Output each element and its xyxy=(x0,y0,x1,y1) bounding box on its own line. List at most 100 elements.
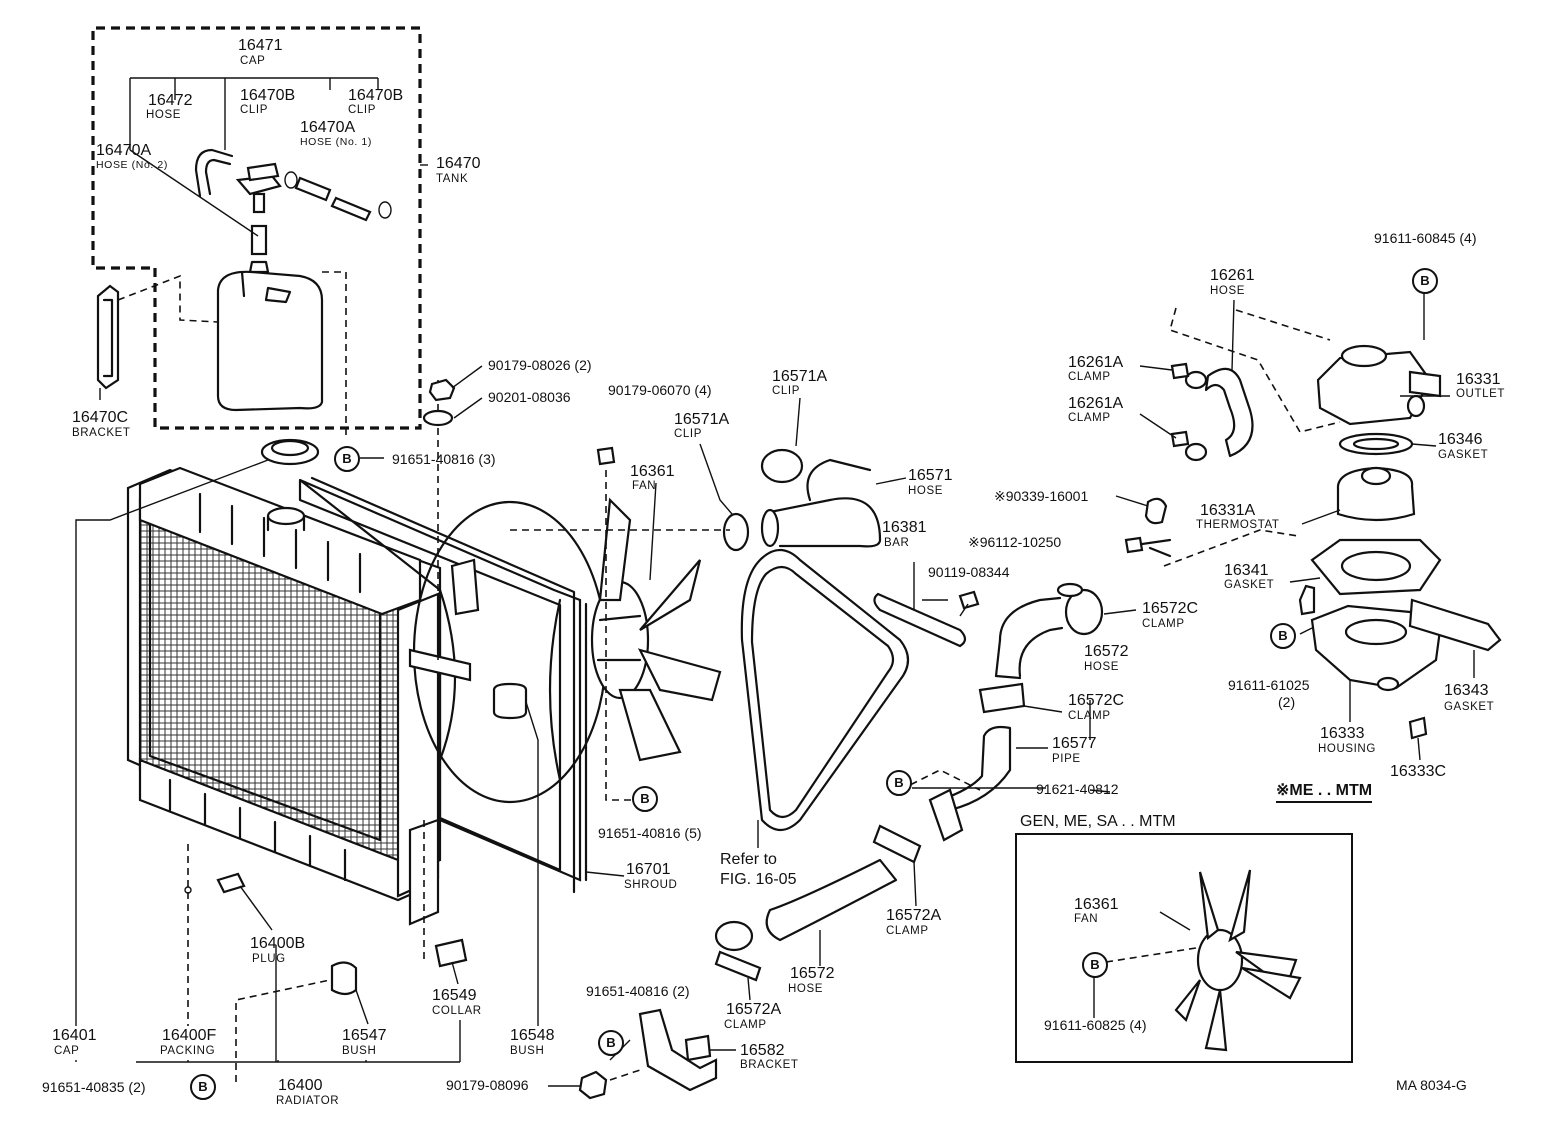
label-16572-1-name: HOSE xyxy=(1084,661,1119,673)
label-91651-40835: 91651-40835 (2) xyxy=(42,1079,146,1095)
refer-line2: FIG. 16-05 xyxy=(720,871,797,888)
label-16361-2-name: FAN xyxy=(1074,913,1099,925)
label-16341-name: GASKET xyxy=(1224,579,1275,591)
label-16400f-num: 16400F xyxy=(162,1027,217,1044)
diagram-code: MA 8034-G xyxy=(1396,1077,1467,1093)
label-16572-2-name: HOSE xyxy=(788,983,823,995)
label-91651-40816-2: 91651-40816 (2) xyxy=(586,983,690,999)
bolt-b-marker: B xyxy=(1082,952,1108,978)
label-90179-08096: 90179-08096 xyxy=(446,1077,529,1093)
label-90201-08036: 90201-08036 xyxy=(488,389,571,405)
label-16548-name: BUSH xyxy=(510,1045,545,1057)
label-16470a-2-num: 16470A xyxy=(96,142,152,159)
mount-parts xyxy=(235,365,539,1082)
label-16381-name: BAR xyxy=(884,537,910,549)
label-16333-name: HOUSING xyxy=(1318,743,1376,755)
fan-main xyxy=(590,446,722,801)
label-16572-1-num: 16572 xyxy=(1084,643,1129,660)
upper-hose xyxy=(510,397,907,552)
label-16572c-2-name: CLAMP xyxy=(1068,710,1111,722)
label-16582-name: BRACKET xyxy=(740,1059,799,1071)
label-16572c-1-name: CLAMP xyxy=(1142,618,1185,630)
label-16341-num: 16341 xyxy=(1224,562,1269,579)
label-16572a-1-name: CLAMP xyxy=(886,925,929,937)
bar-16381 xyxy=(873,562,980,648)
label-16261a-1-name: CLAMP xyxy=(1068,371,1111,383)
label-16572c-1-num: 16572C xyxy=(1142,600,1199,617)
bracket-16582 xyxy=(548,1008,736,1100)
label-16361-1-num: 16361 xyxy=(630,463,675,480)
label-16361-2-num: 16361 xyxy=(1074,896,1119,913)
label-16582-num: 16582 xyxy=(740,1042,785,1059)
label-16572a-2-num: 16572A xyxy=(726,1001,782,1018)
label-91651-40816-5: 91651-40816 (5) xyxy=(598,825,702,841)
label-16572a-2-name: CLAMP xyxy=(724,1019,767,1031)
label-16547-num: 16547 xyxy=(342,1027,387,1044)
label-16333c: 16333C xyxy=(1390,763,1447,780)
label-16572a-1-num: 16572A xyxy=(886,907,942,924)
label-16470a-1-num: 16470A xyxy=(300,119,356,136)
reserve-tank-group xyxy=(91,26,428,440)
label-16400-num: 16400 xyxy=(278,1077,323,1094)
label-16261a-2-name: CLAMP xyxy=(1068,412,1111,424)
bolt-b-marker: B xyxy=(632,786,658,812)
label-16261-name: HOSE xyxy=(1210,285,1245,297)
label-16400b-name: PLUG xyxy=(252,953,286,965)
label-16401-num: 16401 xyxy=(52,1027,97,1044)
label-me-mtm: ※ME . . MTM xyxy=(1276,783,1373,803)
label-16331a-num: 16331A xyxy=(1200,502,1256,519)
label-16333-num: 16333 xyxy=(1320,725,1365,742)
label-16572-2-num: 16572 xyxy=(790,965,835,982)
label-16470-name: TANK xyxy=(436,173,469,185)
label-16548-num: 16548 xyxy=(510,1027,555,1044)
label-16261-num: 16261 xyxy=(1210,267,1255,284)
radiator-group xyxy=(75,438,461,1063)
inset-title: GEN, ME, SA . . MTM xyxy=(1020,813,1176,830)
label-16549-num: 16549 xyxy=(432,987,477,1004)
label-16401-name: CAP xyxy=(54,1045,80,1057)
bolt-b-marker: B xyxy=(886,770,912,796)
label-16472-name: HOSE xyxy=(146,109,181,121)
label-16331-name: OUTLET xyxy=(1456,388,1505,400)
label-16470c-name: BRACKET xyxy=(72,427,131,439)
bolt-b-marker: B xyxy=(598,1030,624,1056)
label-16261a-2-num: 16261A xyxy=(1068,395,1124,412)
label-16472-num: 16472 xyxy=(148,92,193,109)
bolt-b-marker: B xyxy=(1270,623,1296,649)
thermostat-group xyxy=(1115,290,1502,761)
label-16470b-1-num: 16470B xyxy=(240,87,296,104)
refer-line1: Refer to xyxy=(720,851,777,868)
label-16571a-2-num: 16571A xyxy=(674,411,730,428)
label-16571-num: 16571 xyxy=(908,467,953,484)
label-16571a-1-name: CLIP xyxy=(772,385,800,397)
label-16701-num: 16701 xyxy=(626,861,671,878)
label-16343-num: 16343 xyxy=(1444,682,1489,699)
bolt-b-marker: B xyxy=(1412,268,1438,294)
label-16470c-num: 16470C xyxy=(72,409,129,426)
label-16577-name: PIPE xyxy=(1052,753,1081,765)
label-91611-60845: 91611-60845 (4) xyxy=(1374,230,1477,246)
label-16547-name: BUSH xyxy=(342,1045,377,1057)
label-91611-60825: 91611-60825 (4) xyxy=(1044,1017,1147,1033)
label-16400f-name: PACKING xyxy=(160,1045,216,1057)
label-16361-1-name: FAN xyxy=(632,480,657,492)
label-90119-08344: 90119-08344 xyxy=(928,564,1010,580)
label-16381-num: 16381 xyxy=(882,519,927,536)
label-90179-08026: 90179-08026 (2) xyxy=(488,357,592,373)
label-16471-name: CAP xyxy=(240,55,266,67)
label-16470b-2-name: CLIP xyxy=(348,104,376,116)
label-90179-06070: 90179-06070 (4) xyxy=(608,382,712,398)
label-16346-num: 16346 xyxy=(1438,431,1483,448)
label-16331a-name: THERMOSTAT xyxy=(1196,519,1280,531)
label-16572c-2-num: 16572C xyxy=(1068,692,1125,709)
label-16701-name: SHROUD xyxy=(624,879,678,891)
label-16470a-2-name: HOSE (No. 2) xyxy=(96,159,168,171)
label-16470-num: 16470 xyxy=(436,155,481,172)
label-16470a-1-name: HOSE (No. 1) xyxy=(300,136,372,148)
label-16571a-1-num: 16571A xyxy=(772,368,828,385)
v-belt xyxy=(740,548,910,848)
label-16261a-1-num: 16261A xyxy=(1068,354,1124,371)
label-91611-61025-qty: (2) xyxy=(1278,694,1296,710)
